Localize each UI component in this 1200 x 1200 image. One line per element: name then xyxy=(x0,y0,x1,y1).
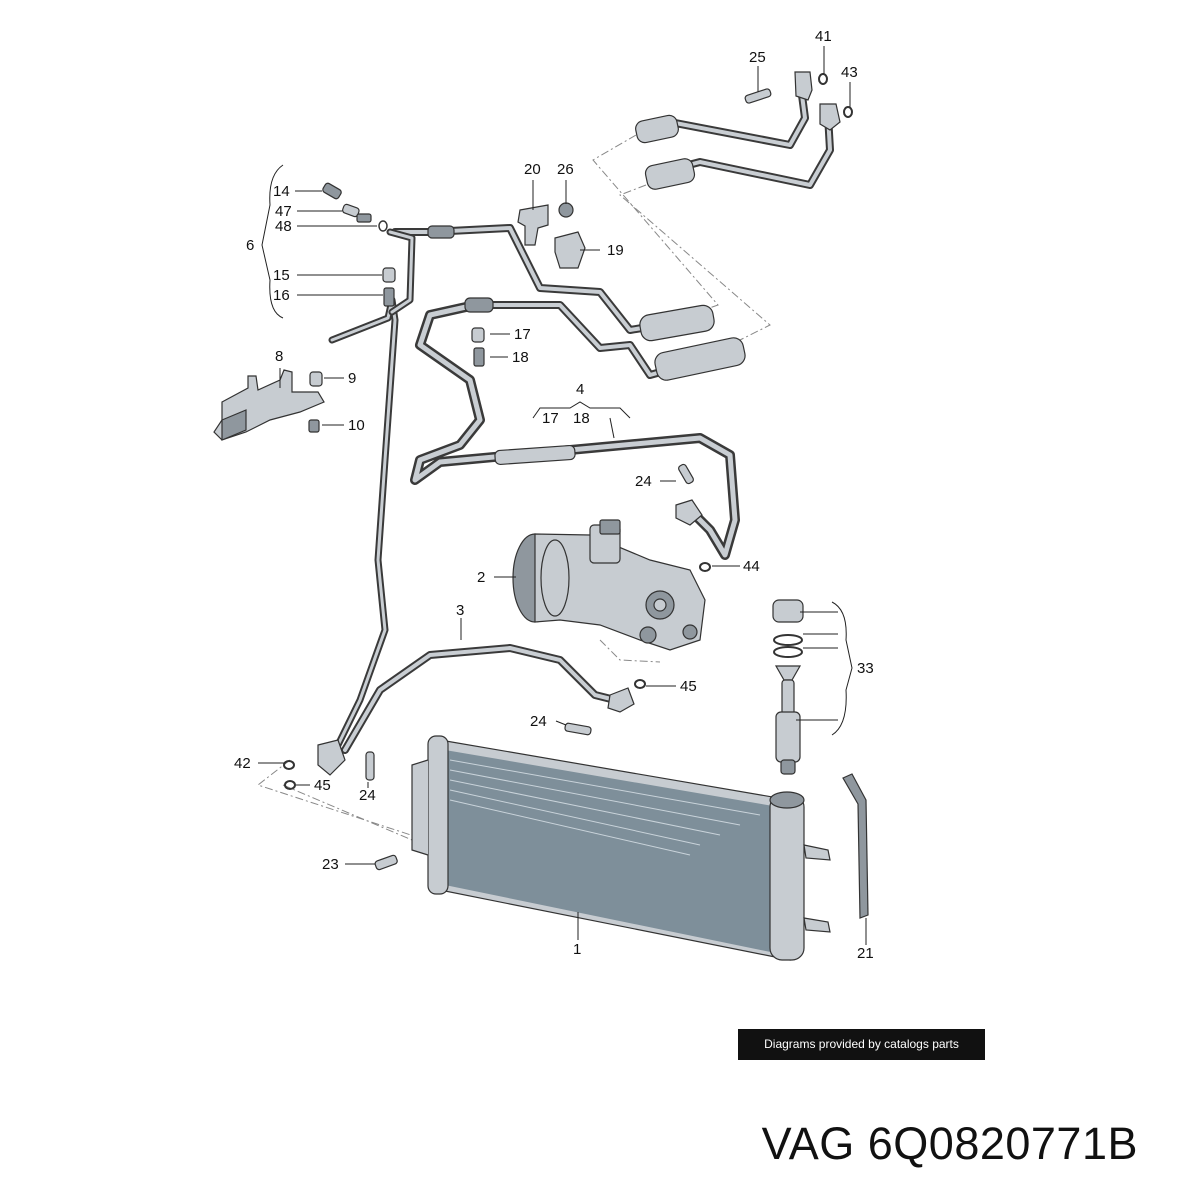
callout-17-upper: 17 xyxy=(514,326,531,343)
dryer-cartridge-33 xyxy=(772,599,804,775)
callout-8: 8 xyxy=(275,348,283,365)
callout-44: 44 xyxy=(743,558,760,575)
callout-6: 6 xyxy=(246,237,254,254)
callout-2: 2 xyxy=(477,569,485,586)
small-parts xyxy=(283,71,853,871)
callout-1: 1 xyxy=(573,941,581,958)
callout-45-right: 45 xyxy=(680,678,697,695)
hose-sleeves xyxy=(427,114,746,466)
callout-20: 20 xyxy=(524,161,541,178)
callout-15: 15 xyxy=(273,267,290,284)
reference-lines xyxy=(256,134,771,841)
callout-3: 3 xyxy=(456,602,464,619)
callout-21: 21 xyxy=(857,945,874,962)
callout-4: 4 xyxy=(576,381,584,398)
catalog-credit-banner: Diagrams provided by catalogs parts xyxy=(738,1029,985,1060)
callout-14: 14 xyxy=(273,183,290,200)
callout-48: 48 xyxy=(275,218,292,235)
callout-33: 33 xyxy=(857,660,874,677)
callout-26: 26 xyxy=(557,161,574,178)
seal-strip-21 xyxy=(842,773,869,919)
callout-17-group: 17 xyxy=(542,410,559,427)
part-number-title: VAG 6Q0820771B xyxy=(761,1118,1138,1169)
condenser-1 xyxy=(411,735,831,961)
callout-45-left: 45 xyxy=(314,777,331,794)
callout-19: 19 xyxy=(607,242,624,259)
callout-16: 16 xyxy=(273,287,290,304)
callout-43: 43 xyxy=(841,64,858,81)
bracket-8 xyxy=(213,369,325,441)
callout-18-group: 18 xyxy=(573,410,590,427)
callout-24-bottom: 24 xyxy=(359,787,376,804)
callout-42: 42 xyxy=(234,755,251,772)
callout-9: 9 xyxy=(348,370,356,387)
callout-labels: 1 2 3 4 6 8 9 10 14 47 48 15 16 17 18 17… xyxy=(234,28,874,962)
callout-25: 25 xyxy=(749,49,766,66)
callout-47: 47 xyxy=(275,203,292,220)
callout-24-mid: 24 xyxy=(530,713,547,730)
compressor-2 xyxy=(512,519,706,651)
leader-lines xyxy=(258,46,867,945)
callout-41: 41 xyxy=(815,28,832,45)
callout-24-top: 24 xyxy=(635,473,652,490)
callout-18-upper: 18 xyxy=(512,349,529,366)
callout-10: 10 xyxy=(348,417,365,434)
callout-23: 23 xyxy=(322,856,339,873)
